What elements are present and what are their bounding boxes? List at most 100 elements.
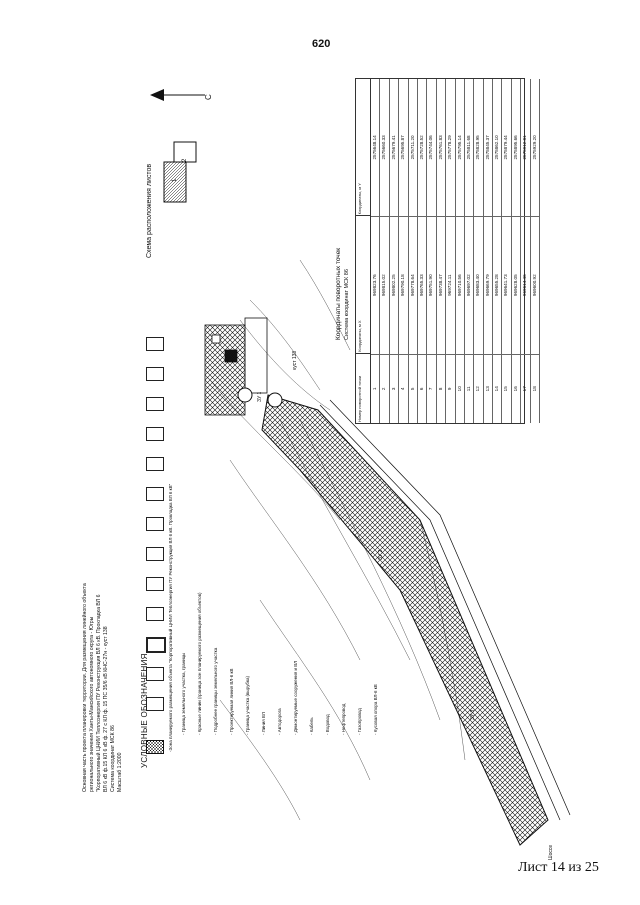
table-cell: 969710.56 <box>455 215 464 354</box>
table-cell: 969614.46 <box>521 215 530 354</box>
table-cell: 969802.25 <box>389 215 399 354</box>
table-cell: 969724.11 <box>446 215 455 354</box>
table-cell: 2575895.66 <box>512 135 518 160</box>
table-cell: 16 <box>511 353 521 423</box>
table-cell: 17 <box>521 353 530 423</box>
legend-symbol <box>146 547 164 561</box>
table-cell: 3 <box>389 353 399 423</box>
table-cell: 7 <box>427 353 436 423</box>
table-subtitle: Система координат МСК 86 <box>344 269 350 340</box>
table-cell: 2575695.87 <box>400 135 406 160</box>
table-cell: 969628.05 <box>511 215 521 354</box>
map-annotation: Шоссе <box>548 844 554 860</box>
table-cell: 969697.02 <box>464 215 474 354</box>
map-annotation: куст 138 <box>292 350 298 370</box>
table-header-cell: Координаты, м Y <box>357 183 362 215</box>
table-cell: 18 <box>530 353 540 423</box>
table-cell: 2575679.41 <box>390 135 396 160</box>
sheet-footer: Лист 14 из 25 <box>518 860 599 875</box>
table-cell: 969778.64 <box>408 215 417 354</box>
table-cell: 10 <box>455 353 464 423</box>
table-cell: 14 <box>493 353 502 423</box>
legend-symbol <box>146 517 164 531</box>
table-cell: 15 <box>502 353 511 423</box>
table-cell: 6 <box>417 353 427 423</box>
legend-symbol <box>146 427 164 441</box>
north-arrow-icon <box>150 89 205 101</box>
buildings <box>204 317 268 416</box>
table-cell: 969751.90 <box>427 215 436 354</box>
table-cell: 969823.76 <box>371 215 380 354</box>
page-number: 620 <box>312 38 331 50</box>
scheme-diagram <box>163 141 197 203</box>
zone-label: ЗУ 2 <box>378 549 384 560</box>
table-cell: 2575778.29 <box>447 135 453 160</box>
legend-symbol <box>146 367 164 381</box>
table-cell: 2575744.06 <box>428 135 434 160</box>
table-cell: 2575929.20 <box>531 135 537 160</box>
table-cell: 2575660.33 <box>381 135 387 160</box>
legend-symbol <box>146 577 164 591</box>
scheme-sheet-label: 2 <box>182 158 188 162</box>
table-cell: 2575728.52 <box>418 135 424 160</box>
planned-corridor <box>261 394 549 846</box>
table-cell: 2 <box>380 353 389 423</box>
scheme-sheet-label: 1 <box>172 178 178 182</box>
table-cell: 2575648.14 <box>372 135 377 160</box>
table-cell: 2575828.95 <box>475 135 481 160</box>
table-cell: 969641.73 <box>502 215 511 354</box>
table-cell: 2575862.10 <box>494 135 500 160</box>
table-cell: 1 <box>371 353 380 423</box>
table-cell: 2575811.68 <box>465 135 471 160</box>
hatch-legend-symbol <box>146 740 164 754</box>
legend-symbol <box>146 607 164 621</box>
point-marker <box>267 392 283 408</box>
table-cell: 969790.18 <box>399 215 408 354</box>
table-cell: 5 <box>408 353 417 423</box>
table-cell: 969683.40 <box>474 215 483 354</box>
table-cell: 969765.33 <box>417 215 427 354</box>
table-cell: 2575845.37 <box>484 135 490 160</box>
table-cell: 969815.02 <box>380 215 389 354</box>
north-label: С <box>204 94 213 100</box>
road <box>319 399 571 821</box>
legend-symbol <box>146 397 164 411</box>
table-cell: 8 <box>436 353 446 423</box>
table-header-cell: Координаты, м X <box>356 215 370 353</box>
legend-symbol <box>146 457 164 471</box>
point-marker <box>237 387 253 403</box>
table-cell: 969669.79 <box>483 215 493 354</box>
zone-label: ЗУ 1 <box>257 391 263 402</box>
table-title: Координаты поворотных точек <box>335 247 342 340</box>
table-header: Номер поворотной точки Координаты, м X К… <box>356 79 371 423</box>
table-cell: 2575879.44 <box>503 135 509 160</box>
legend-symbol <box>146 697 164 711</box>
table-cell: 2575912.81 <box>522 135 528 160</box>
table-cell: 4 <box>399 353 408 423</box>
table-header-cell: Номер поворотной точки <box>356 352 370 423</box>
table-cell: 969738.47 <box>436 215 446 354</box>
coordinates-table: Номер поворотной точки Координаты, м X К… <box>355 78 541 424</box>
legend-symbol <box>146 337 164 351</box>
table-cell: 969600.92 <box>530 215 540 354</box>
scheme-title: Схема расположения листов <box>146 163 153 258</box>
table-cell: 969655.28 <box>493 215 502 354</box>
